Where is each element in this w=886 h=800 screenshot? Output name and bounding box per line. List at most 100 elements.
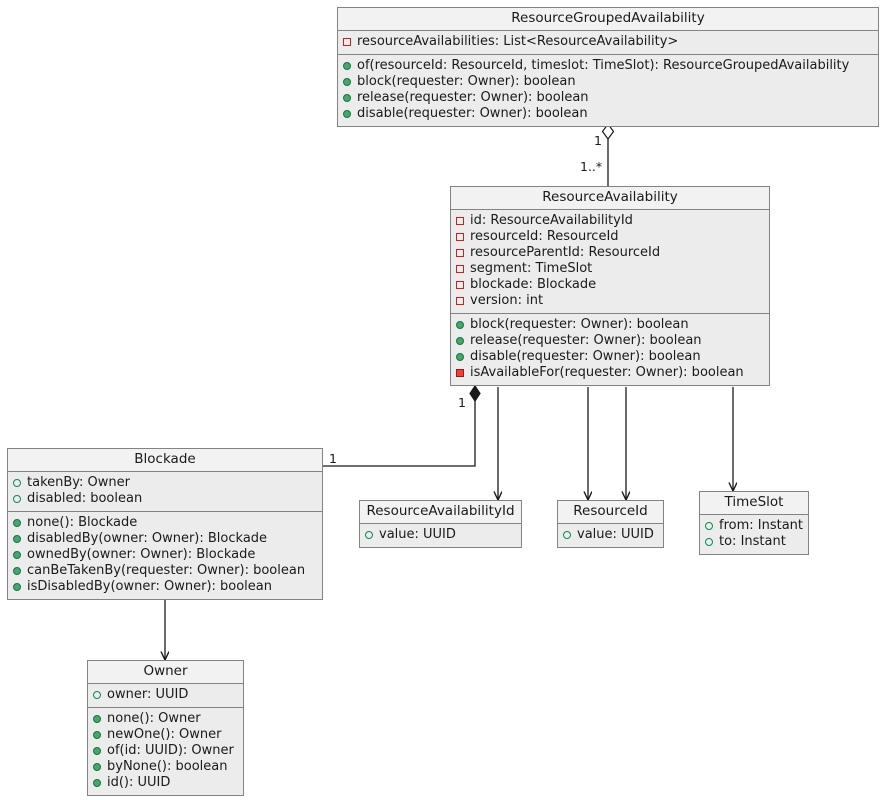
field-row: version: int <box>456 293 764 309</box>
public-method-icon <box>456 353 464 361</box>
field-label: takenBy: Owner <box>27 475 130 490</box>
field-row: disabled: boolean <box>13 491 317 507</box>
field-row: owner: UUID <box>93 687 238 703</box>
field-row: segment: TimeSlot <box>456 261 764 277</box>
class-resource-id[interactable]: ResourceId value: UUID <box>557 500 664 548</box>
method-label: ownedBy(owner: Owner): Blockade <box>27 547 256 562</box>
method-row: isDisabledBy(owner: Owner): boolean <box>13 579 317 595</box>
method-label: newOne(): Owner <box>107 727 222 742</box>
class-title: ResourceGroupedAvailability <box>338 8 878 31</box>
methods-compartment: of(resourceId: ResourceId, timeslot: Tim… <box>338 55 878 126</box>
public-method-icon <box>343 110 351 118</box>
method-row: canBeTakenBy(requester: Owner): boolean <box>13 563 317 579</box>
private-field-icon <box>456 297 464 305</box>
edge-grouped-aggregates-availability <box>601 122 615 186</box>
class-resource-grouped-availability[interactable]: ResourceGroupedAvailability resourceAvai… <box>337 7 879 127</box>
method-row: block(requester: Owner): boolean <box>456 317 764 333</box>
method-label: isAvailableFor(requester: Owner): boolea… <box>470 365 744 380</box>
field-row: takenBy: Owner <box>13 475 317 491</box>
field-row: resourceAvailabilities: List<ResourceAva… <box>343 34 873 50</box>
private-field-icon <box>456 249 464 257</box>
private-field-icon <box>456 281 464 289</box>
method-row: byNone(): boolean <box>93 759 238 775</box>
public-method-icon <box>93 731 101 739</box>
method-label: disabledBy(owner: Owner): Blockade <box>27 531 268 546</box>
public-method-icon <box>343 94 351 102</box>
field-label: segment: TimeSlot <box>470 261 593 276</box>
method-label: of(id: UUID): Owner <box>107 743 234 758</box>
public-method-icon <box>93 779 101 787</box>
private-field-icon <box>456 265 464 273</box>
class-title: ResourceAvailability <box>451 187 769 210</box>
method-label: release(requester: Owner): boolean <box>470 333 702 348</box>
method-row: disable(requester: Owner): boolean <box>343 106 873 122</box>
method-row: none(): Blockade <box>13 515 317 531</box>
public-method-icon <box>13 519 21 527</box>
multiplicity-grouped-end: 1 <box>594 133 602 148</box>
field-label: id: ResourceAvailabilityId <box>470 213 633 228</box>
field-row: blockade: Blockade <box>456 277 764 293</box>
fields-compartment: owner: UUID <box>88 684 243 708</box>
field-row: resourceId: ResourceId <box>456 229 764 245</box>
public-field-icon <box>365 531 373 539</box>
method-label: isDisabledBy(owner: Owner): boolean <box>27 579 273 594</box>
private-method-icon <box>456 369 464 377</box>
public-method-icon <box>456 321 464 329</box>
method-row: release(requester: Owner): boolean <box>456 333 764 349</box>
field-row: value: UUID <box>563 527 658 543</box>
field-label: value: UUID <box>577 527 654 542</box>
private-field-icon <box>343 38 351 46</box>
class-title: TimeSlot <box>700 492 808 515</box>
method-label: disable(requester: Owner): boolean <box>470 349 701 364</box>
method-row: isAvailableFor(requester: Owner): boolea… <box>456 365 764 381</box>
method-label: id(): UUID <box>107 775 171 790</box>
field-row: resourceParentId: ResourceId <box>456 245 764 261</box>
fields-compartment: resourceAvailabilities: List<ResourceAva… <box>338 31 878 55</box>
fields-compartment: value: UUID <box>360 524 521 547</box>
fields-compartment: from: Instant to: Instant <box>700 515 808 554</box>
method-label: none(): Owner <box>107 711 201 726</box>
public-field-icon <box>93 691 101 699</box>
public-field-icon <box>563 531 571 539</box>
field-row: from: Instant <box>705 518 803 534</box>
field-row: id: ResourceAvailabilityId <box>456 213 764 229</box>
public-method-icon <box>93 763 101 771</box>
method-row: none(): Owner <box>93 711 238 727</box>
class-time-slot[interactable]: TimeSlot from: Instant to: Instant <box>699 491 809 555</box>
field-label: resourceAvailabilities: List<ResourceAva… <box>357 34 679 49</box>
class-resource-availability[interactable]: ResourceAvailability id: ResourceAvailab… <box>450 186 770 386</box>
fields-compartment: takenBy: Owner disabled: boolean <box>8 472 322 512</box>
fields-compartment: value: UUID <box>558 524 663 547</box>
public-method-icon <box>343 62 351 70</box>
class-owner[interactable]: Owner owner: UUID none(): Owner newOne()… <box>87 660 244 796</box>
field-label: from: Instant <box>719 518 804 533</box>
method-row: release(requester: Owner): boolean <box>343 90 873 106</box>
public-method-icon <box>13 583 21 591</box>
field-label: blockade: Blockade <box>470 277 597 292</box>
method-row: of(id: UUID): Owner <box>93 743 238 759</box>
public-method-icon <box>93 747 101 755</box>
fields-compartment: id: ResourceAvailabilityId resourceId: R… <box>451 210 769 314</box>
method-label: block(requester: Owner): boolean <box>470 317 689 332</box>
multiplicity-blockade-end: 1 <box>329 451 337 466</box>
private-field-icon <box>456 217 464 225</box>
field-label: version: int <box>470 293 544 308</box>
methods-compartment: none(): Blockade disabledBy(owner: Owner… <box>8 512 322 599</box>
class-resource-availability-id[interactable]: ResourceAvailabilityId value: UUID <box>359 500 522 548</box>
method-label: byNone(): boolean <box>107 759 228 774</box>
method-label: release(requester: Owner): boolean <box>357 90 589 105</box>
field-label: disabled: boolean <box>27 491 143 506</box>
method-label: none(): Blockade <box>27 515 138 530</box>
public-method-icon <box>456 337 464 345</box>
method-row: block(requester: Owner): boolean <box>343 74 873 90</box>
method-label: block(requester: Owner): boolean <box>357 74 576 89</box>
class-blockade[interactable]: Blockade takenBy: Owner disabled: boolea… <box>7 448 323 600</box>
class-title: ResourceId <box>558 501 663 524</box>
method-label: of(resourceId: ResourceId, timeslot: Tim… <box>357 58 850 73</box>
field-label: value: UUID <box>379 527 456 542</box>
field-label: resourceParentId: ResourceId <box>470 245 661 260</box>
method-row: disable(requester: Owner): boolean <box>456 349 764 365</box>
multiplicity-availability-end: 1..* <box>580 159 603 174</box>
class-title: Owner <box>88 661 243 684</box>
public-method-icon <box>13 551 21 559</box>
